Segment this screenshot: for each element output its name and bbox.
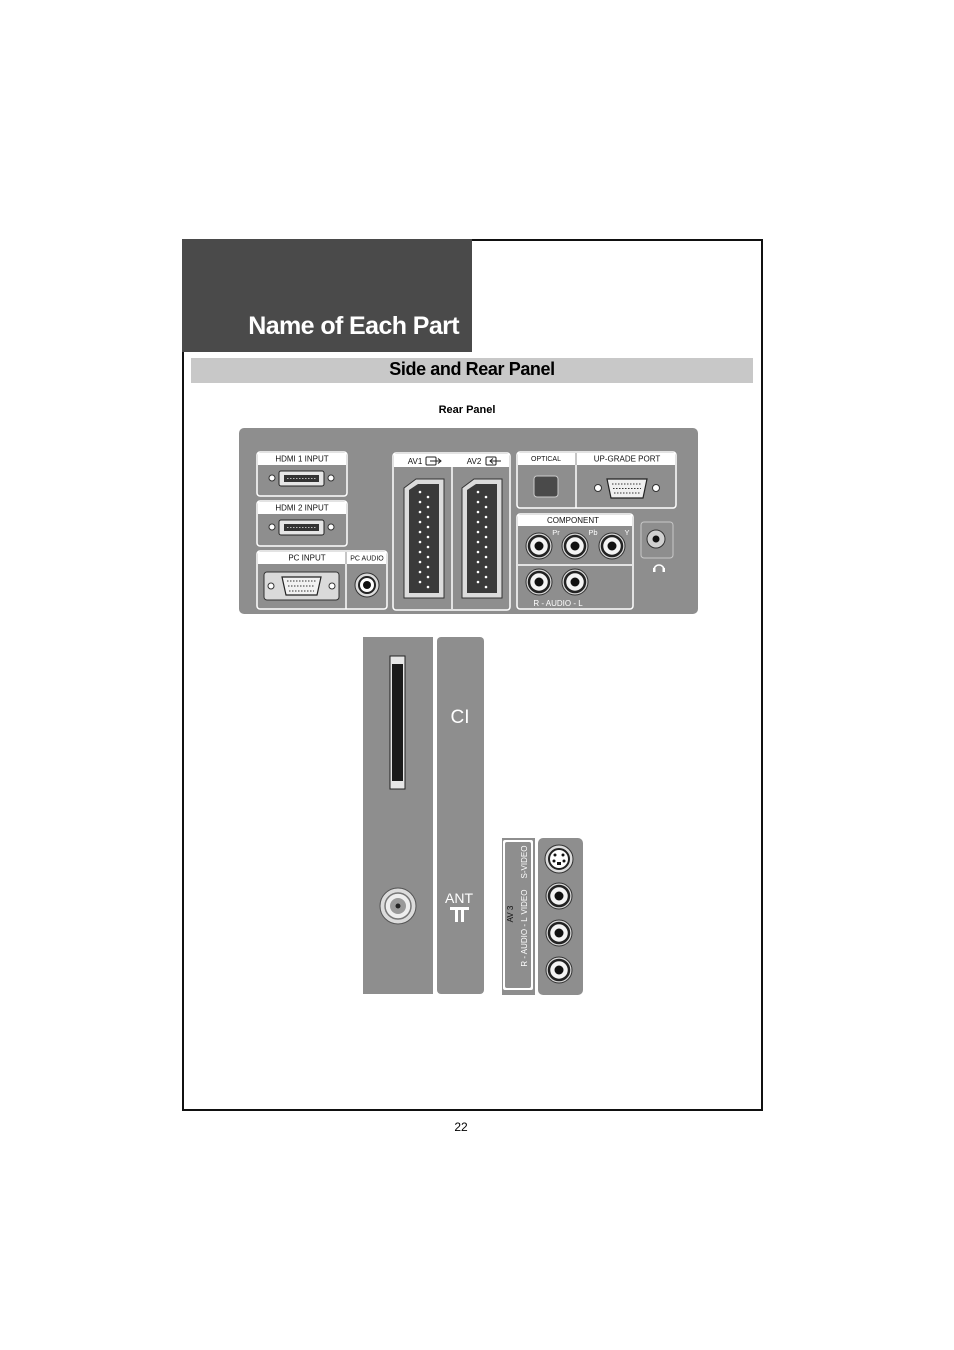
hdmi2-port: HDMI 2 INPUT <box>256 500 348 547</box>
av3-video-label: VIDEO <box>520 890 529 915</box>
headphone-icon <box>653 564 665 572</box>
optical-upgrade-group: OPTICAL UP-GRADE PORT <box>516 451 677 509</box>
av3-svideo-label: S-VIDEO <box>520 846 529 879</box>
pc-input-label: PC INPUT <box>288 554 325 563</box>
scart-group: AV1 AV2 <box>392 452 511 611</box>
pr-jack <box>524 531 554 561</box>
pc-audio-label: PC AUDIO <box>350 556 384 563</box>
av2-arrow-icon <box>485 456 501 466</box>
page-title: Name of Each Part <box>248 312 459 340</box>
headphone-jack <box>640 521 674 559</box>
y-label: Y <box>624 528 629 537</box>
svideo-jack <box>544 844 574 874</box>
pb-jack <box>560 531 590 561</box>
y-jack <box>597 531 627 561</box>
optical-label: OPTICAL <box>531 456 561 463</box>
upgrade-port-label: UP-GRADE PORT <box>594 455 661 464</box>
pb-label: Pb <box>588 528 597 537</box>
pr-label: Pr <box>552 528 560 537</box>
audio-l-jack <box>560 567 590 597</box>
section-bar <box>191 358 753 383</box>
audio-r-jack <box>524 567 554 597</box>
hdmi2-label: HDMI 2 INPUT <box>275 504 328 513</box>
av1-arrow-icon <box>425 456 442 466</box>
header-block <box>182 239 472 352</box>
av2-scart-connector <box>461 478 503 599</box>
rear-panel: HDMI 1 INPUT HDMI 2 INPUT PC INPUT P <box>239 428 698 614</box>
hdmi1-port: HDMI 1 INPUT <box>256 451 348 497</box>
av3-audio-l-jack <box>544 955 574 985</box>
av3-video-jack <box>544 881 574 911</box>
component-audio-label: R - AUDIO - L <box>533 599 583 608</box>
component-label: COMPONENT <box>547 516 599 525</box>
av2-label: AV2 <box>467 457 482 466</box>
page-number: 22 <box>454 1120 468 1134</box>
av3-group: R - AUDIO - L VIDEO S-VIDEO AV 3 <box>502 838 583 995</box>
antenna-connector <box>379 887 417 925</box>
av1-scart-connector <box>403 478 445 599</box>
av3-label: AV 3 <box>506 905 515 922</box>
av1-label: AV1 <box>408 457 423 466</box>
ant-label: ANT <box>445 890 473 906</box>
side-panel: CI ANT R - AUDIO - L VIDEO S-VIDEO AV 3 <box>363 637 583 995</box>
av3-audio-r-jack <box>544 918 574 948</box>
section-title: Side and Rear Panel <box>389 359 555 379</box>
pc-input-group: PC INPUT PC AUDIO <box>256 550 388 610</box>
hdmi1-label: HDMI 1 INPUT <box>275 455 328 464</box>
component-group: COMPONENT Pr Pb Y R - AUDIO - L <box>516 513 634 610</box>
ci-slot <box>389 655 406 790</box>
figure-caption: Rear Panel <box>438 404 496 416</box>
antenna-icon <box>450 907 469 922</box>
ci-label: CI <box>451 707 470 728</box>
av3-audio-label: R - AUDIO - L <box>520 917 529 967</box>
